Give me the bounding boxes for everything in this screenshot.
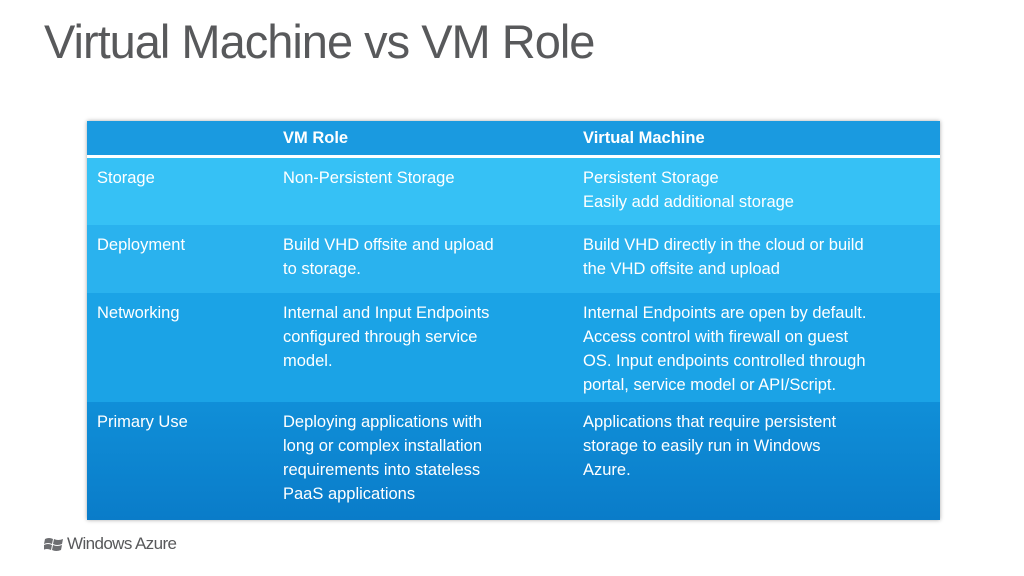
table-row-deployment: Deployment Build VHD offsite and upload … bbox=[87, 225, 940, 293]
table-row-networking: Networking Internal and Input Endpoints … bbox=[87, 293, 940, 402]
vm-role-cell: Deploying applications with long or comp… bbox=[283, 413, 483, 503]
vm-role-cell: Internal and Input Endpoints configured … bbox=[283, 304, 490, 370]
table-row-primary-use: Primary Use Deploying applications with … bbox=[87, 402, 940, 520]
row-label: Primary Use bbox=[97, 413, 188, 431]
header-cell-vm-role: VM Role bbox=[283, 129, 349, 147]
row-label: Storage bbox=[97, 169, 155, 187]
header-cell-virtual-machine: Virtual Machine bbox=[583, 129, 705, 147]
virtual-machine-cell: Build VHD directly in the cloud or build… bbox=[583, 236, 864, 278]
windows-flag-icon bbox=[44, 537, 63, 551]
table-row-storage: Storage Non-Persistent Storage Persisten… bbox=[87, 158, 940, 225]
slide-title: Virtual Machine vs VM Role bbox=[44, 15, 595, 68]
virtual-machine-cell: Persistent Storage Easily add additional… bbox=[583, 169, 794, 211]
table-header-row: VM Role Virtual Machine bbox=[87, 121, 940, 158]
virtual-machine-cell: Applications that require persistent sto… bbox=[583, 413, 837, 479]
row-label: Networking bbox=[97, 304, 180, 322]
virtual-machine-cell: Internal Endpoints are open by default. … bbox=[583, 304, 867, 394]
vm-role-cell: Build VHD offsite and upload to storage. bbox=[283, 236, 494, 278]
logo-text: Windows Azure bbox=[67, 534, 177, 553]
comparison-table: VM Role Virtual Machine Storage Non-Pers… bbox=[87, 121, 940, 520]
row-label: Deployment bbox=[97, 236, 186, 254]
vm-role-cell: Non-Persistent Storage bbox=[283, 169, 455, 187]
windows-azure-logo: Windows Azure bbox=[44, 534, 177, 554]
